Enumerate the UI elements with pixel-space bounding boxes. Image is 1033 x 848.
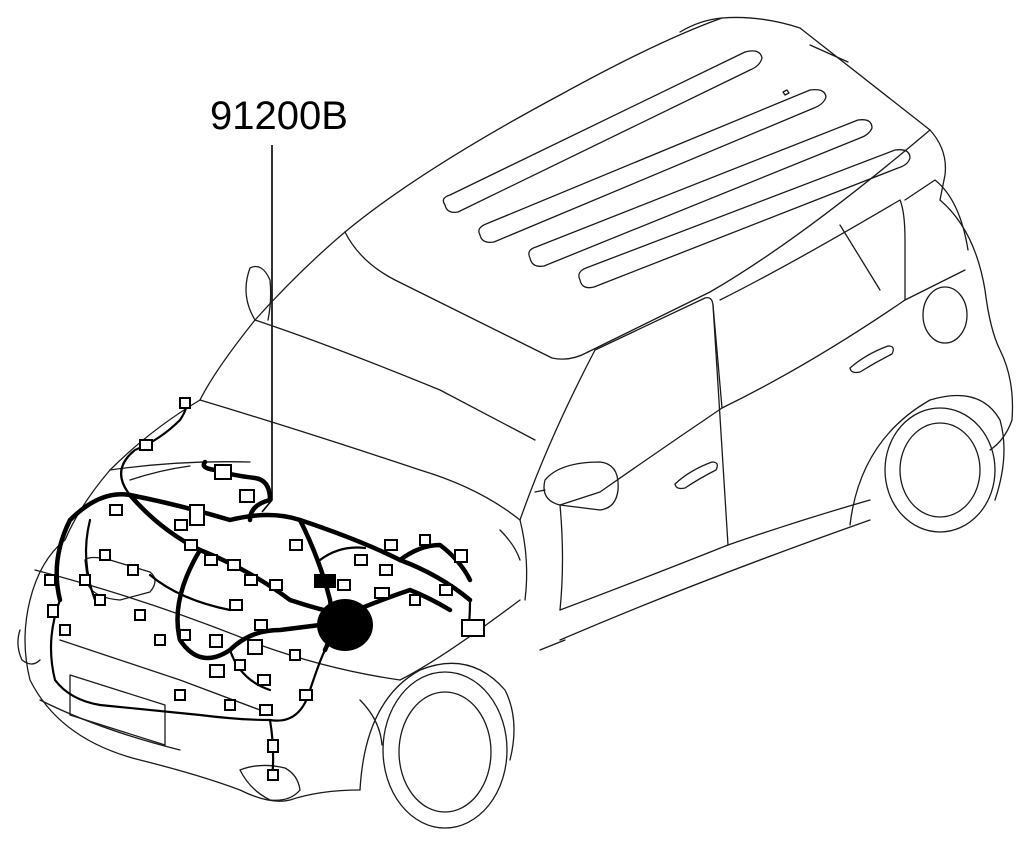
junction-block <box>317 599 373 651</box>
part-number-callout: 91200B <box>210 94 348 138</box>
callout-leader-line <box>261 145 273 513</box>
vehicle-body-outline <box>17 16 1014 829</box>
wiring-harness-91200b <box>49 396 473 782</box>
harness-connectors <box>44 397 485 781</box>
